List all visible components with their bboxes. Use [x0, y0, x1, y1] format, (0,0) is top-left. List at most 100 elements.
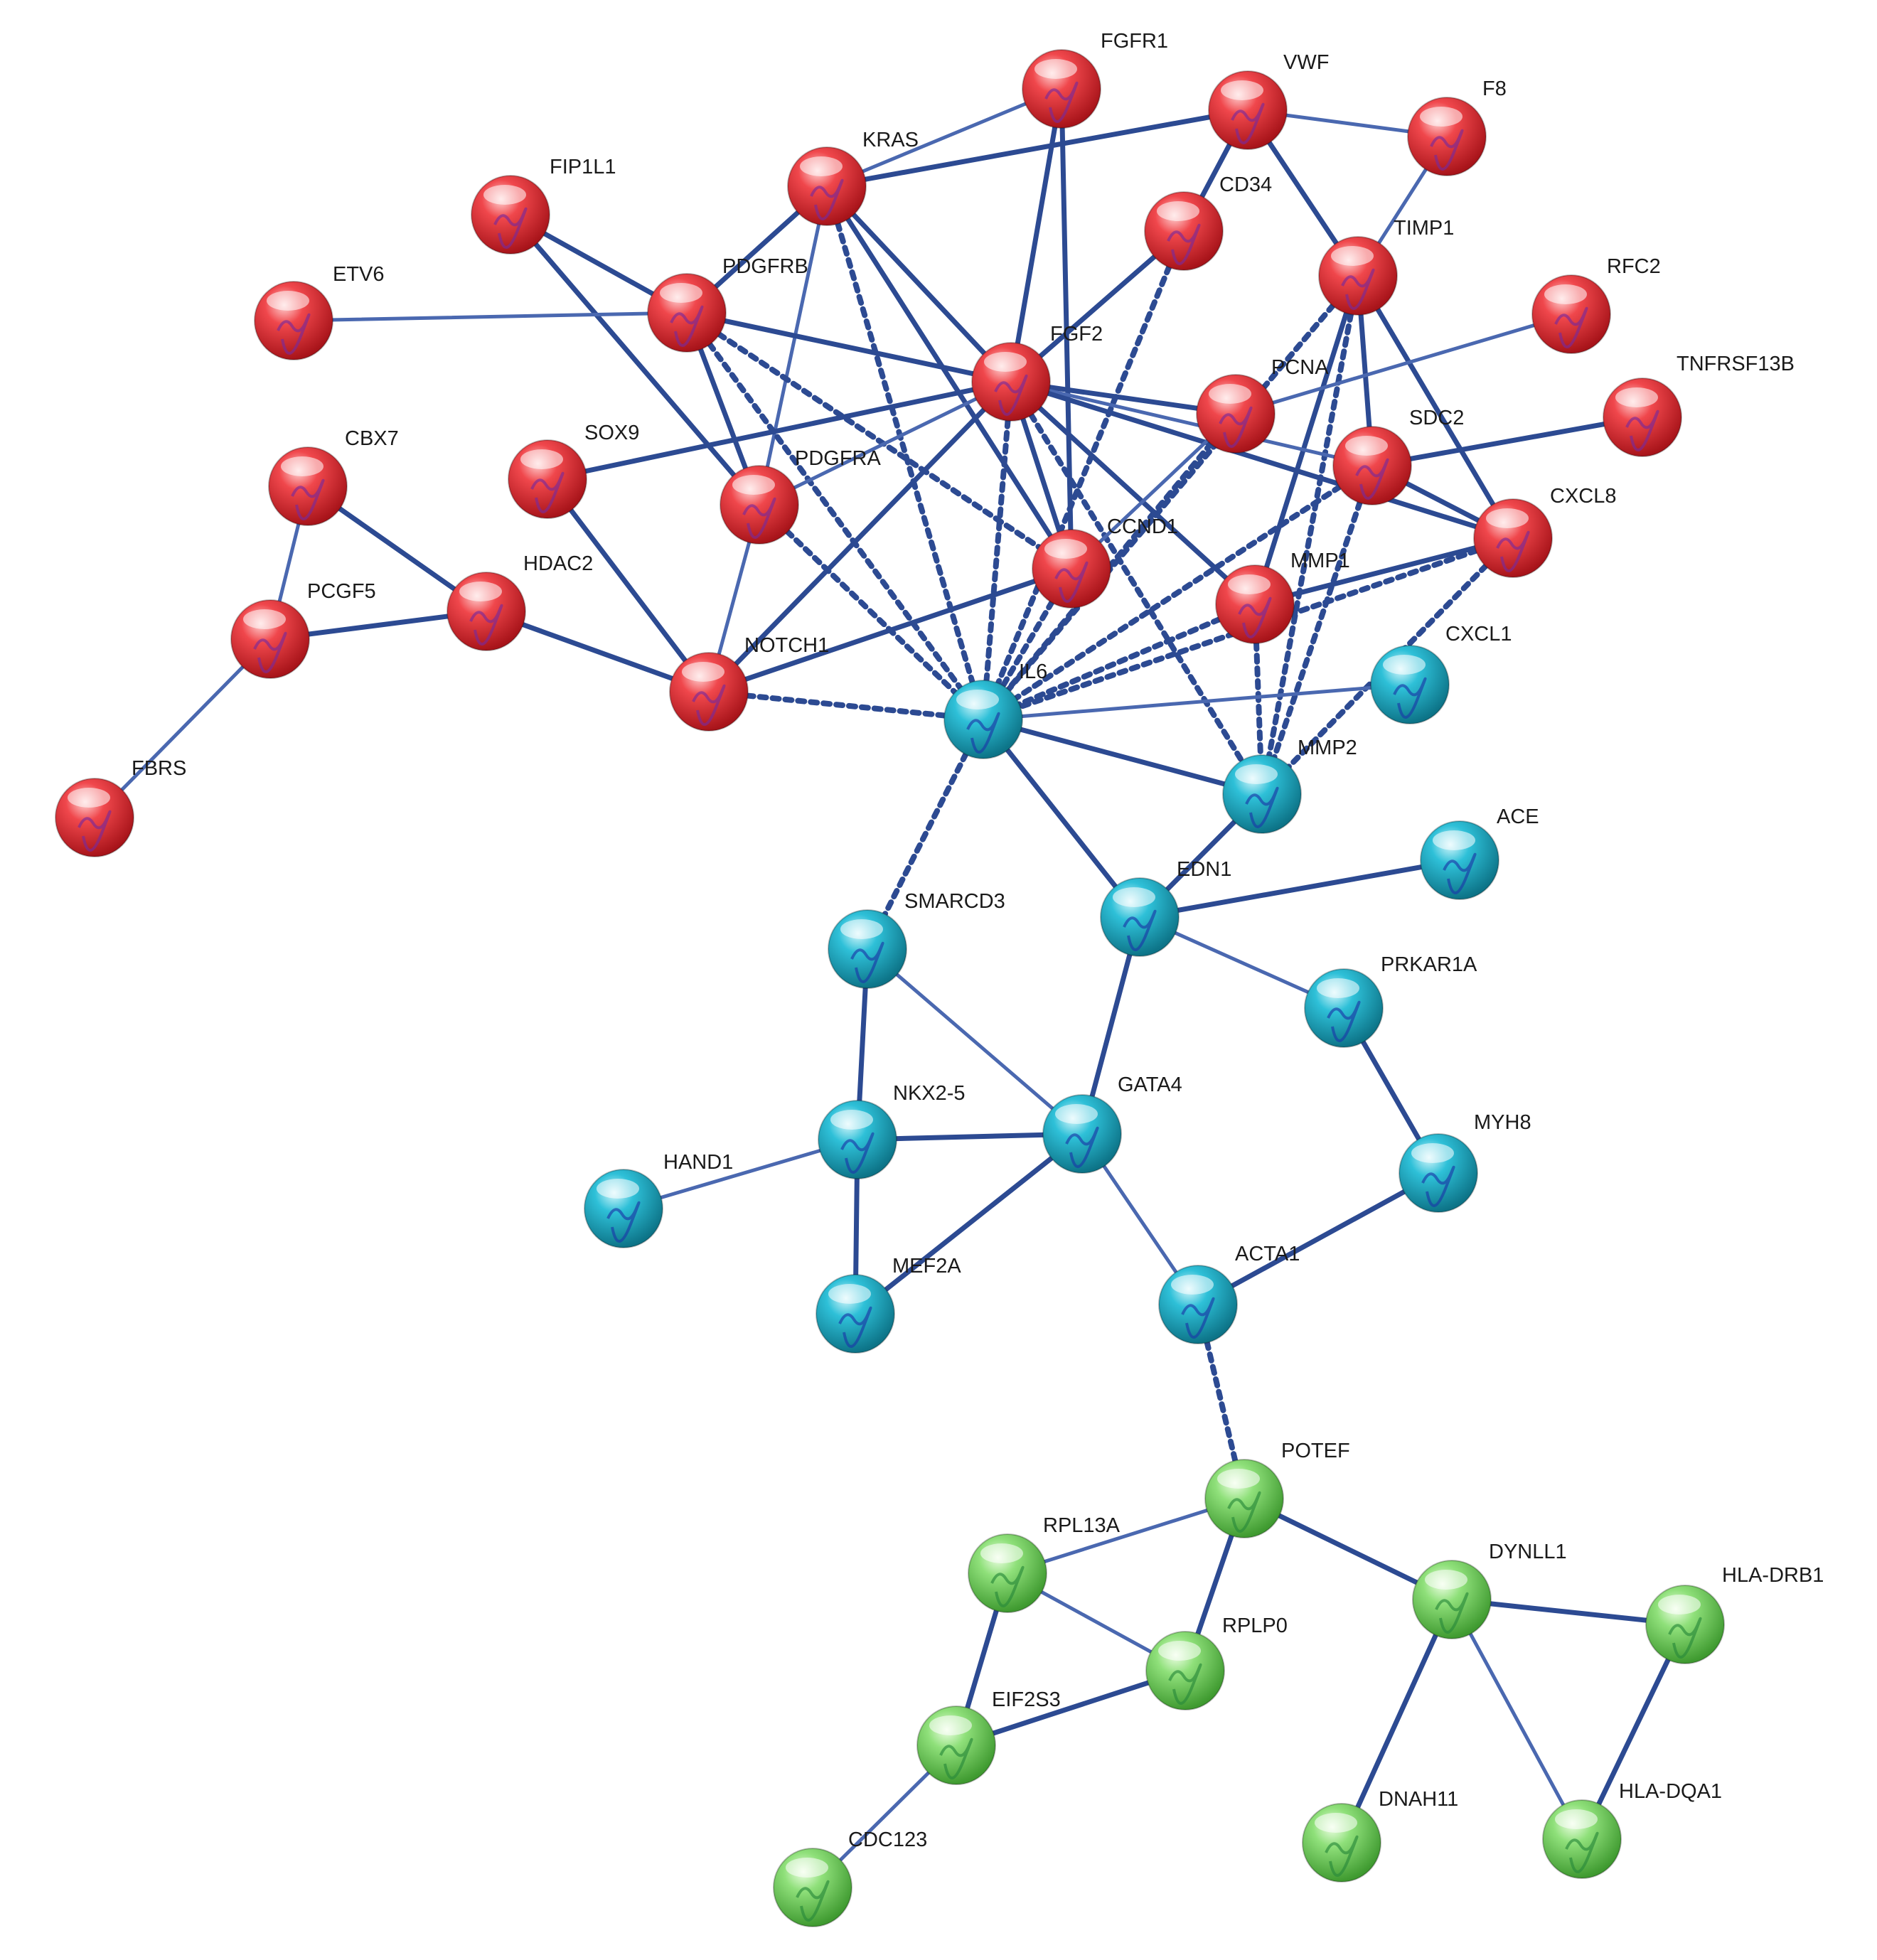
node-structure-glyph	[1668, 1617, 1702, 1659]
node-PDGFRB[interactable]: PDGFRB	[647, 255, 808, 353]
node-structure-glyph	[1123, 909, 1157, 951]
node-structure-glyph	[77, 810, 112, 852]
node-structure-glyph	[1231, 102, 1265, 144]
node-PDGFRA[interactable]: PDGFRA	[720, 447, 882, 545]
node-HLA-DQA1[interactable]: HLA-DQA1	[1542, 1780, 1722, 1879]
node-VWF[interactable]: VWF	[1208, 51, 1329, 150]
node-structure-glyph	[1421, 1165, 1455, 1207]
node-highlight	[1221, 80, 1263, 100]
node-label: PCGF5	[307, 580, 376, 603]
node-SMARCD3[interactable]: SMARCD3	[828, 890, 1005, 989]
node-highlight	[1044, 539, 1087, 559]
node-highlight	[786, 1858, 828, 1878]
node-label: RPLP0	[1222, 1614, 1288, 1637]
node-IL6[interactable]: IL6	[943, 660, 1047, 759]
edge-KRAS-VWF	[824, 107, 1251, 189]
node-label: CXCL1	[1445, 623, 1512, 646]
node-PCGF5[interactable]: PCGF5	[230, 580, 376, 679]
edge-MMP1-IL6	[980, 601, 1258, 722]
node-DNAH11[interactable]: DNAH11	[1302, 1788, 1458, 1883]
node-CD34[interactable]: CD34	[1144, 173, 1272, 271]
node-label: PRKAR1A	[1381, 953, 1477, 976]
node-HLA-DRB1[interactable]: HLA-DRB1	[1645, 1564, 1824, 1664]
node-RPLP0[interactable]: RPLP0	[1145, 1614, 1288, 1710]
node-FGFR1[interactable]: FGFR1	[1022, 30, 1168, 129]
node-CDC123[interactable]: CDC123	[773, 1828, 927, 1927]
node-EIF2S3[interactable]: EIF2S3	[916, 1688, 1061, 1785]
node-label: CD34	[1219, 173, 1272, 196]
node-highlight	[1228, 574, 1271, 594]
node-highlight	[929, 1715, 972, 1735]
node-NOTCH1[interactable]: NOTCH1	[669, 634, 829, 732]
node-structure-glyph	[469, 604, 503, 646]
node-NKX2-5[interactable]: NKX2-5	[818, 1082, 966, 1179]
node-highlight	[660, 283, 702, 303]
edge-PDGFRA-IL6	[756, 502, 986, 722]
node-CXCL1[interactable]: CXCL1	[1370, 623, 1512, 724]
node-CCND1[interactable]: CCND1	[1032, 515, 1178, 609]
node-FBRS[interactable]: FBRS	[55, 757, 186, 857]
node-SOX9[interactable]: SOX9	[508, 422, 639, 519]
node-KRAS[interactable]: KRAS	[787, 129, 919, 226]
node-structure-glyph	[850, 941, 884, 983]
node-ACTA1[interactable]: ACTA1	[1158, 1243, 1300, 1344]
node-PRKAR1A[interactable]: PRKAR1A	[1304, 953, 1477, 1048]
node-label: RPL13A	[1043, 1514, 1121, 1537]
node-FIP1L1[interactable]: FIP1L1	[471, 156, 616, 255]
edge-FGFR1-CCND1	[1059, 86, 1074, 572]
edge-IL6-MMP2	[980, 717, 1265, 797]
edge-CD34-IL6	[980, 228, 1187, 722]
edge-TIMP1-MMP2	[1259, 273, 1361, 797]
node-RFC2[interactable]: RFC2	[1531, 255, 1661, 354]
edge-SMARCD3-GATA4	[865, 947, 1084, 1136]
node-HDAC2[interactable]: HDAC2	[446, 552, 593, 651]
node-POTEF[interactable]: POTEF	[1204, 1440, 1350, 1538]
node-highlight	[243, 609, 286, 629]
node-MEF2A[interactable]: MEF2A	[815, 1255, 961, 1354]
node-TIMP1[interactable]: TIMP1	[1318, 217, 1454, 316]
node-F8[interactable]: F8	[1407, 77, 1507, 176]
node-label: HLA-DQA1	[1619, 1780, 1722, 1803]
node-SDC2[interactable]: SDC2	[1332, 407, 1464, 505]
edge-FGF2-CXCL8	[1008, 379, 1516, 541]
node-label: FIP1L1	[550, 156, 616, 178]
node-structure-glyph	[1168, 1663, 1202, 1705]
node-label: TIMP1	[1394, 217, 1454, 240]
node-HAND1[interactable]: HAND1	[584, 1151, 733, 1248]
node-MYH8[interactable]: MYH8	[1399, 1111, 1531, 1213]
node-MMP1[interactable]: MMP1	[1215, 550, 1350, 644]
node-CXCL8[interactable]: CXCL8	[1473, 485, 1617, 578]
node-label: EDN1	[1177, 858, 1231, 881]
node-TNFRSF13B[interactable]: TNFRSF13B	[1603, 353, 1795, 457]
edge-FGF2-IL6	[980, 379, 1014, 722]
node-GATA4[interactable]: GATA4	[1042, 1073, 1182, 1174]
node-label: PCNA	[1271, 356, 1329, 379]
node-highlight	[732, 475, 775, 495]
node-MMP2[interactable]: MMP2	[1222, 737, 1357, 834]
node-label: FBRS	[132, 757, 186, 780]
node-RPL13A[interactable]: RPL13A	[968, 1514, 1121, 1613]
node-PCNA[interactable]: PCNA	[1196, 356, 1329, 454]
edge-KRAS-IL6	[824, 183, 986, 722]
edge-TIMP1-CXCL8	[1355, 273, 1516, 541]
edge-KRAS-FGFR1	[825, 87, 1064, 188]
node-highlight	[1158, 1641, 1201, 1661]
node-label: ACE	[1497, 805, 1539, 828]
node-CBX7[interactable]: CBX7	[268, 427, 399, 526]
node-highlight	[597, 1179, 639, 1199]
node-ETV6[interactable]: ETV6	[254, 263, 385, 360]
node-FGF2[interactable]: FGF2	[971, 323, 1103, 422]
node-ACE[interactable]: ACE	[1420, 805, 1539, 900]
edge-TIMP1-MMP1	[1252, 273, 1361, 607]
node-DYNLL1[interactable]: DYNLL1	[1412, 1541, 1567, 1639]
edge-KRAS-PDGFRA	[757, 184, 829, 507]
node-label: TNFRSF13B	[1677, 353, 1795, 375]
edge-FGF2-PDGFRA	[757, 380, 1013, 507]
edge-SDC2-MMP2	[1259, 463, 1375, 797]
node-label: CCND1	[1107, 515, 1178, 538]
edge-IL6-CXCL1	[981, 682, 1412, 722]
node-EDN1[interactable]: EDN1	[1100, 858, 1231, 957]
edge-GATA4-MEF2A	[852, 1131, 1085, 1317]
node-structure-glyph	[1435, 1592, 1469, 1634]
